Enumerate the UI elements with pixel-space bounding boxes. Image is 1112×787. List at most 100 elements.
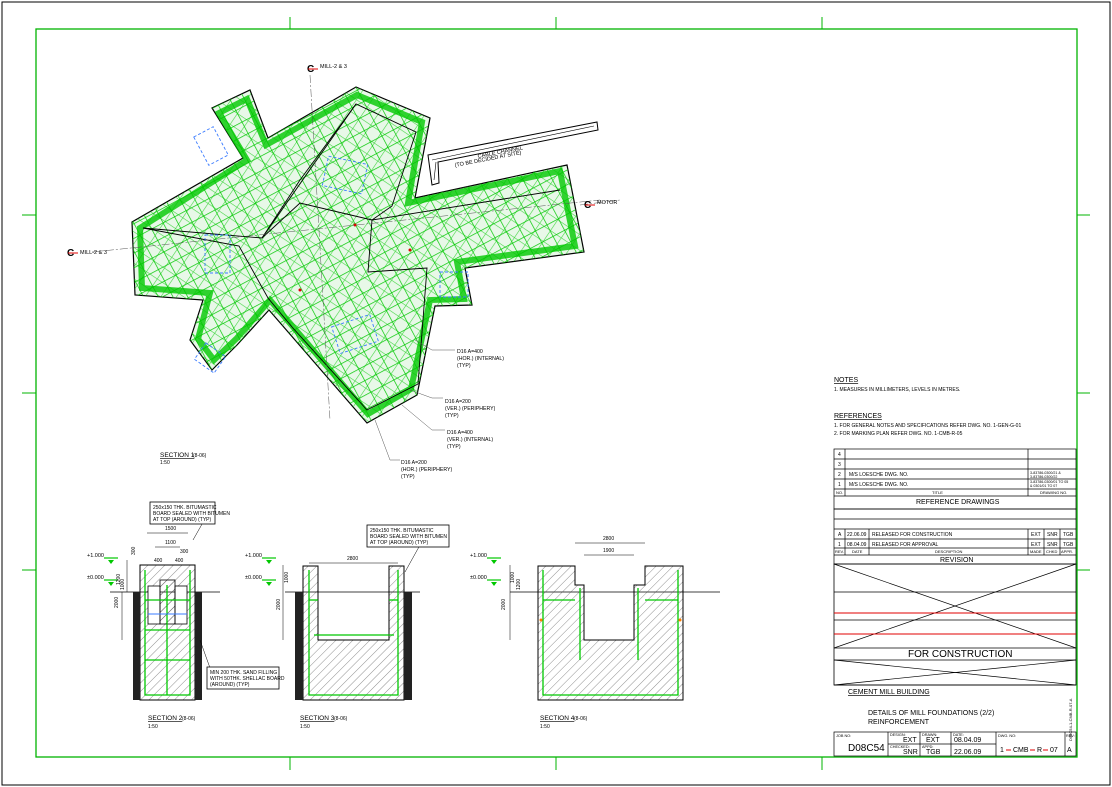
- svg-text:250x150 THK. BITUMASTIC: 250x150 THK. BITUMASTIC: [153, 505, 217, 511]
- svg-text:D16 A=200: D16 A=200: [445, 399, 471, 405]
- drawing-number: 1 CMB R 07: [1000, 747, 1058, 754]
- svg-text:A: A: [838, 532, 842, 538]
- reference-item: 2. FOR MARKING PLAN REFER DWG. NO. 1-CMB…: [834, 431, 963, 437]
- svg-text:3: 3: [838, 462, 841, 468]
- svg-text:CHECKED:: CHECKED:: [890, 745, 910, 749]
- svg-text:NO.: NO.: [836, 490, 843, 495]
- svg-text:TGB: TGB: [926, 749, 941, 756]
- svg-text:±0.000: ±0.000: [245, 575, 262, 581]
- svg-text:07: 07: [1050, 747, 1058, 754]
- job-number: D08C54: [848, 743, 885, 754]
- svg-text:+1.000: +1.000: [245, 553, 262, 559]
- svg-text:CHKD: CHKD: [1046, 549, 1057, 554]
- mill-label-top: MILL-2 & 3: [320, 64, 347, 70]
- svg-text:DATE: DATE: [852, 549, 863, 554]
- svg-text:1000: 1000: [510, 572, 516, 583]
- callout-3: D16 A=400 (VER.) (INTERNAL) (TYP): [447, 430, 493, 450]
- svg-text:1500: 1500: [165, 526, 176, 532]
- status-box: FOR CONSTRUCTION: [833, 563, 1077, 686]
- svg-text:300: 300: [131, 546, 137, 555]
- svg-text:SNR: SNR: [1047, 532, 1058, 538]
- svg-text:JOB NO:: JOB NO:: [836, 734, 851, 738]
- svg-text:(HOR.) (PERIPHERY): (HOR.) (PERIPHERY): [401, 467, 452, 473]
- svg-text:RELEASED FOR CONSTRUCTION: RELEASED FOR CONSTRUCTION: [872, 532, 953, 538]
- ref-dwg-no-1: 3-83786-0300/01 TO 05: [1030, 480, 1068, 484]
- svg-text:BOARD SEALED WITH BITUMEN: BOARD SEALED WITH BITUMEN: [153, 511, 230, 517]
- svg-text:APPD:: APPD:: [922, 745, 933, 749]
- svg-text:3-83786-0300/22: 3-83786-0300/22: [1030, 475, 1057, 479]
- svg-text:SNR: SNR: [1047, 542, 1058, 548]
- svg-text:TITLE: TITLE: [932, 490, 943, 495]
- svg-text:+1.000: +1.000: [470, 553, 487, 559]
- centerline-marker-left: C MILL-2 & 3: [67, 248, 107, 259]
- svg-text:EXT: EXT: [1031, 542, 1041, 548]
- notes-heading: NOTES: [834, 377, 858, 384]
- svg-text:(TYP): (TYP): [447, 444, 461, 450]
- svg-text:±0.000: ±0.000: [87, 575, 104, 581]
- svg-text:APPR.: APPR.: [1061, 549, 1073, 554]
- svg-text:1: 1: [838, 482, 841, 488]
- svg-text:1000: 1000: [284, 572, 290, 583]
- frame-tick-marks: [22, 17, 1090, 770]
- callout-1: D16 A=400 (HOR.) (INTERNAL) (TYP): [457, 349, 504, 369]
- svg-text:DRAWING NO.: DRAWING NO.: [1040, 490, 1067, 495]
- svg-text:2000: 2000: [276, 599, 282, 610]
- centerline-marker-motor: C MOTOR: [584, 200, 617, 211]
- svg-text:1200: 1200: [516, 579, 522, 590]
- ref-dwg-no-2: 3-83786-0300/21 &: [1030, 471, 1061, 475]
- svg-text:1000: 1000: [120, 579, 126, 590]
- cable-channel: [427, 121, 599, 186]
- svg-text:& 0301/01 TO 07: & 0301/01 TO 07: [1030, 484, 1057, 488]
- file-reference: D08C54-1-CMB-R-07-A: [1068, 698, 1073, 741]
- svg-text:SECTION 1: SECTION 1: [160, 452, 195, 459]
- drawing-title: DETAILS OF MILL FOUNDATIONS (2/2): [868, 710, 994, 717]
- svg-text:DWG. NO:: DWG. NO:: [998, 734, 1016, 738]
- svg-text:DESCRIPTION: DESCRIPTION: [935, 549, 962, 554]
- svg-text:(HOR.) (INTERNAL): (HOR.) (INTERNAL): [457, 356, 504, 362]
- plan-view: CABLE CHANNEL (TO BE DECIDED AT SITE) C …: [67, 64, 621, 480]
- svg-text:1:50: 1:50: [148, 724, 158, 730]
- svg-text:1200: 1200: [116, 574, 122, 585]
- svg-text:2000: 2000: [114, 597, 120, 608]
- callout-4: D16 A=200 (HOR.) (PERIPHERY) (TYP): [401, 460, 452, 480]
- svg-text:2800: 2800: [347, 556, 358, 562]
- svg-text:22.06.09: 22.06.09: [847, 532, 867, 538]
- svg-text:TGB: TGB: [1063, 532, 1074, 538]
- svg-text:AT TOP (AROUND) (TYP): AT TOP (AROUND) (TYP): [370, 540, 428, 546]
- reference-drawings-heading: REFERENCE DRAWINGS: [916, 499, 1000, 506]
- svg-text:(8-06): (8-06): [574, 716, 588, 722]
- svg-text:EXT: EXT: [903, 737, 917, 744]
- status-stamp: FOR CONSTRUCTION: [908, 649, 1012, 660]
- section-3: +1.000 ±0.000 2800 1000 2000 250x150 THK…: [245, 524, 450, 730]
- svg-text:1: 1: [1000, 747, 1004, 754]
- svg-text:(TYP): (TYP): [401, 474, 415, 480]
- note-item: 1. MEASURES IN MILLIMETERS, LEVELS IN ME…: [834, 387, 960, 393]
- svg-text:400: 400: [154, 558, 163, 564]
- notes-block: NOTES 1. MEASURES IN MILLIMETERS, LEVELS…: [834, 377, 1021, 437]
- svg-text:R: R: [1037, 747, 1042, 754]
- motor-label: MOTOR: [597, 200, 617, 206]
- svg-text:(8-06): (8-06): [182, 716, 196, 722]
- svg-text:22.06.09: 22.06.09: [954, 749, 981, 756]
- svg-text:250x150 THK. BITUMASTIC: 250x150 THK. BITUMASTIC: [370, 528, 434, 534]
- svg-text:CMB: CMB: [1013, 747, 1029, 754]
- references-heading: REFERENCES: [834, 413, 882, 420]
- svg-text:08.04.09: 08.04.09: [847, 542, 867, 548]
- svg-text:(TYP): (TYP): [457, 363, 471, 369]
- svg-text:2: 2: [838, 472, 841, 478]
- svg-text:08.04.09: 08.04.09: [954, 737, 981, 744]
- svg-text:RELEASED FOR APPROVAL: RELEASED FOR APPROVAL: [872, 542, 939, 548]
- svg-text:REV:: REV:: [1066, 734, 1075, 738]
- svg-text:(TYP): (TYP): [445, 413, 459, 419]
- svg-text:DRAWN:: DRAWN:: [922, 733, 937, 737]
- svg-text:2800: 2800: [603, 536, 614, 542]
- reference-item: 1. FOR GENERAL NOTES AND SPECIFICATIONS …: [834, 423, 1021, 429]
- section-4: +1.000 ±0.000 2800 1900 1000 1200 2000 S…: [470, 536, 720, 730]
- svg-text:(8-06): (8-06): [193, 453, 207, 459]
- svg-text:(VER.) (PERIPHERY): (VER.) (PERIPHERY): [445, 406, 496, 412]
- svg-text:300: 300: [180, 549, 189, 555]
- svg-text:M/S LOESCHE DWG. NO.: M/S LOESCHE DWG. NO.: [849, 482, 908, 488]
- centerline-marker-top: C MILL-2 & 3: [307, 64, 347, 75]
- reference-drawings-table: [833, 448, 1077, 510]
